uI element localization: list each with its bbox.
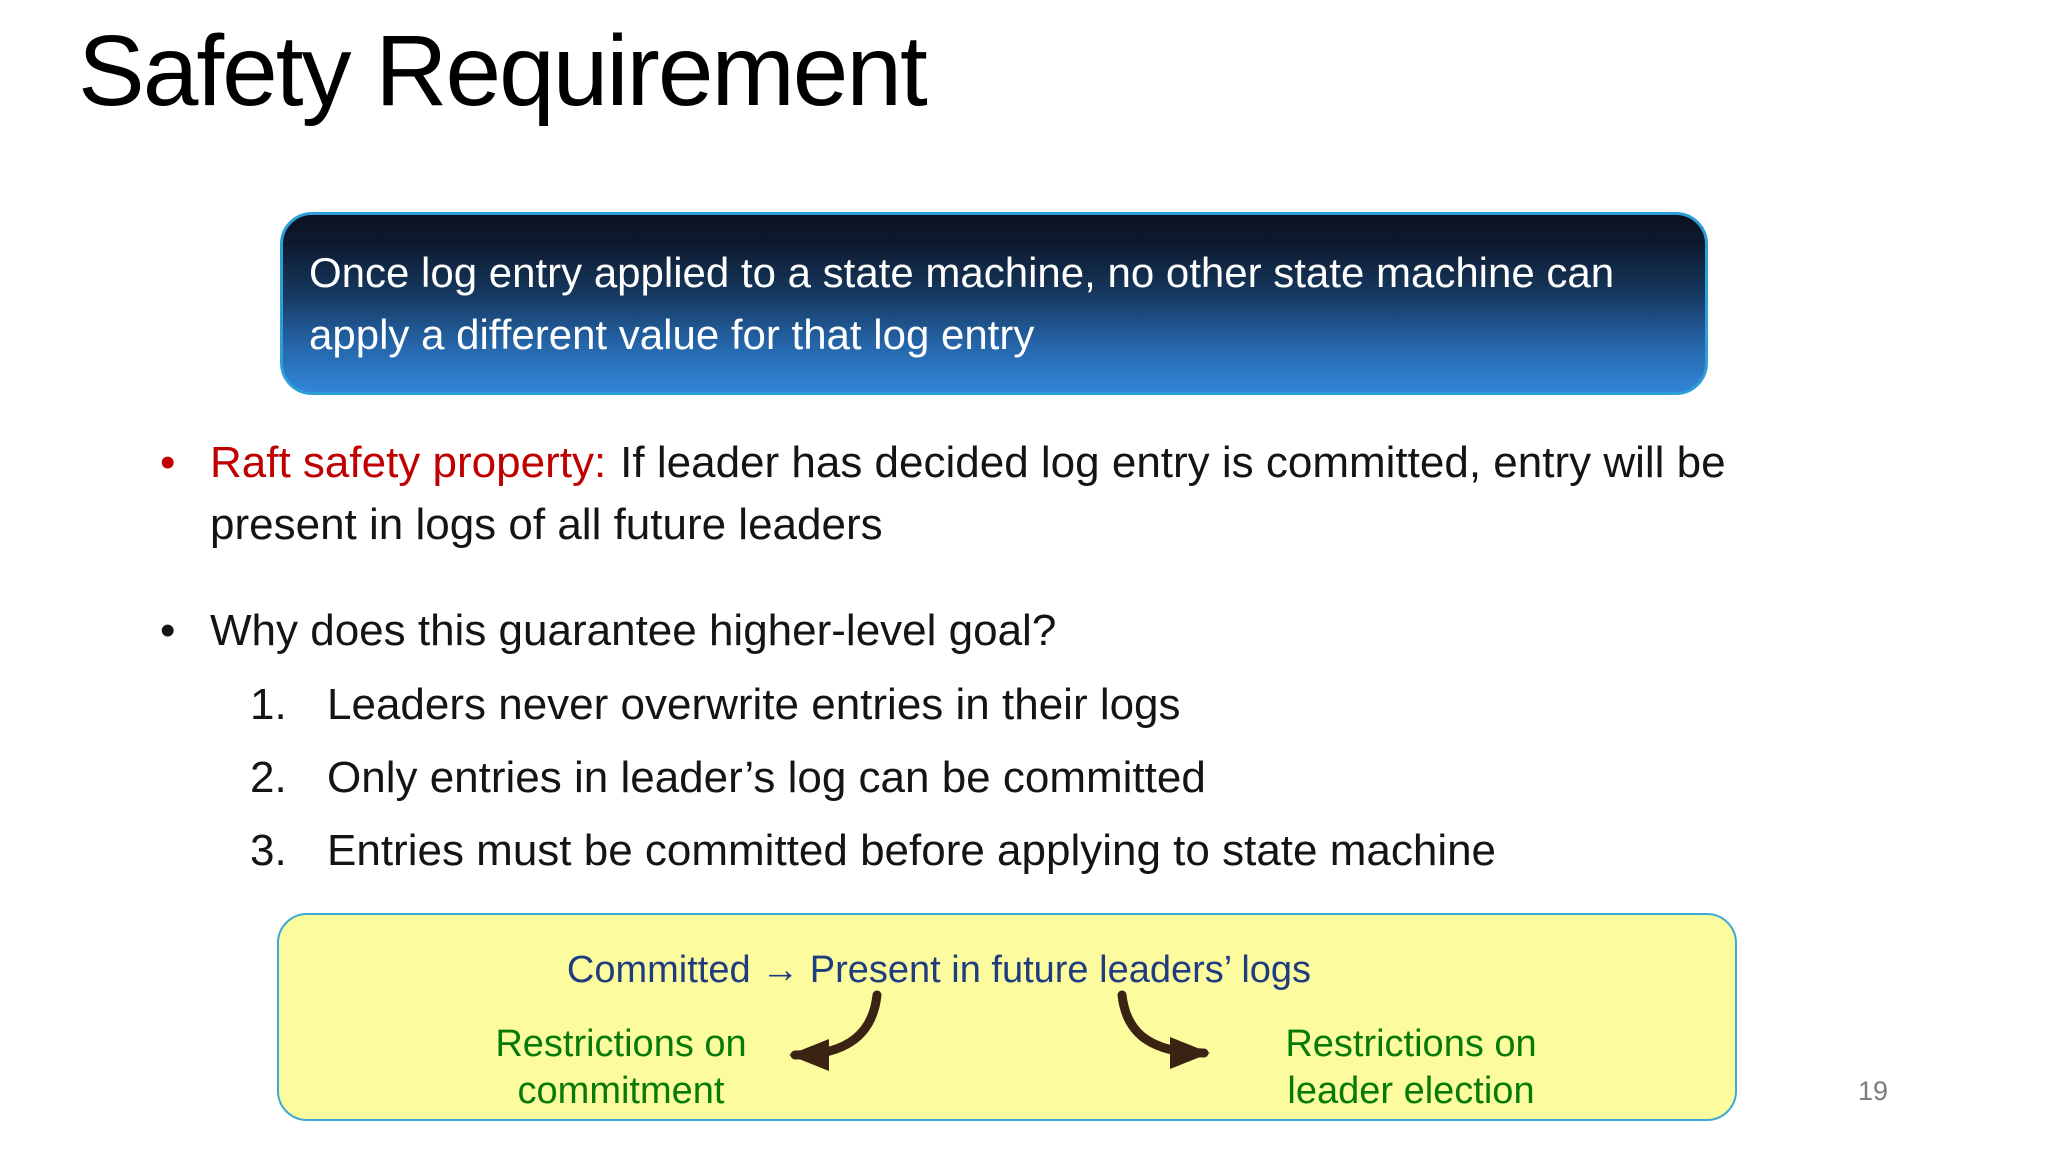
raft-safety-property-lead: Raft safety property:: [210, 438, 607, 487]
list-item-text: Leaders never overwrite entries in their…: [327, 680, 1181, 729]
safety-requirement-callout-box: Once log entry applied to a state machin…: [280, 212, 1708, 395]
list-item: 1. Leaders never overwrite entries in th…: [250, 676, 1496, 749]
numbered-list: 1. Leaders never overwrite entries in th…: [250, 676, 1496, 895]
safety-requirement-callout-text: Once log entry applied to a state machin…: [309, 248, 1615, 358]
list-item-number: 2.: [250, 753, 287, 802]
why-guarantee-text: Why does this guarantee higher-level goa…: [210, 606, 1057, 655]
summary-header: Committed → Present in future leaders’ l…: [566, 949, 1312, 991]
list-item-number: 1.: [250, 680, 287, 729]
list-item: 3. Entries must be committed before appl…: [250, 822, 1496, 895]
raft-safety-property-rest: If leader has decided log entry is commi…: [210, 438, 1726, 549]
curved-arrow-right-icon: [1117, 990, 1210, 1069]
slide-title: Safety Requirement: [78, 15, 928, 127]
list-item: 2. Only entries in leader’s log can be c…: [250, 749, 1496, 822]
list-item-number: 3.: [250, 826, 287, 875]
list-item-text: Only entries in leader’s log can be comm…: [327, 753, 1206, 802]
restrictions-on-commitment-label: Restrictions on commitment: [411, 1021, 831, 1115]
bullet-icon: •: [160, 438, 176, 487]
restrictions-on-commitment-line2: commitment: [517, 1070, 725, 1112]
restrictions-on-leader-election-label: Restrictions on leader election: [1201, 1021, 1621, 1115]
bullet-why-guarantee: • Why does this guarantee higher-level g…: [160, 600, 1770, 662]
raft-safety-property-text: Raft safety property:If leader has decid…: [210, 432, 1770, 556]
bullet-icon: •: [160, 606, 176, 655]
list-item-text: Entries must be committed before applyin…: [327, 826, 1497, 875]
page-number: 19: [1858, 1076, 1889, 1106]
curved-arrow-left-icon: [789, 990, 882, 1071]
curved-arrows: [789, 990, 1210, 1071]
summary-box: Committed → Present in future leaders’ l…: [277, 913, 1737, 1121]
bullet-raft-safety-property: • Raft safety property:If leader has dec…: [160, 432, 1770, 556]
restrictions-on-leader-election-line1: Restrictions on: [1285, 1023, 1537, 1065]
restrictions-on-commitment-line1: Restrictions on: [495, 1023, 747, 1065]
restrictions-on-leader-election-line2: leader election: [1287, 1070, 1535, 1112]
